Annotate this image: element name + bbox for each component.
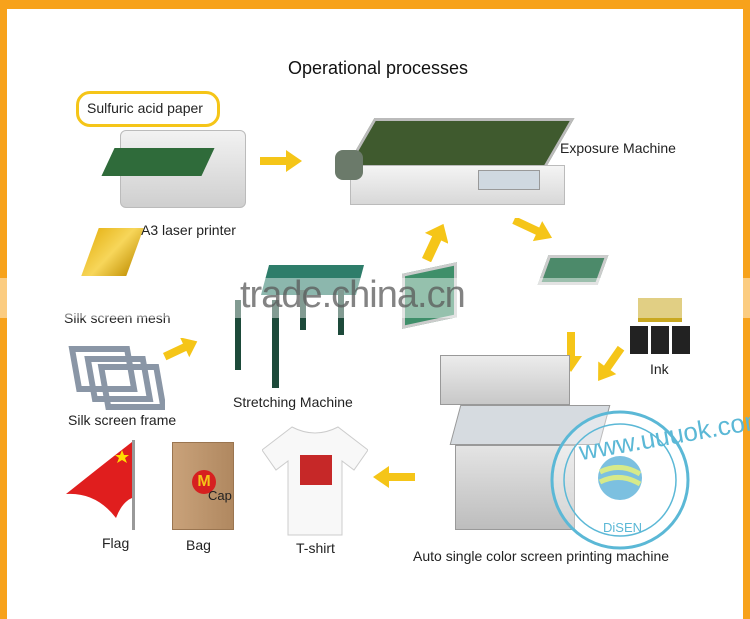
stretching-leg	[338, 290, 344, 335]
flag-label: Flag	[102, 535, 130, 551]
stretching-label: Stretching Machine	[233, 394, 353, 410]
uuuok-stamp-watermark	[550, 410, 690, 550]
control-panel	[478, 170, 540, 190]
exposure-label: Exposure Machine	[560, 140, 676, 156]
arrow-right-icon	[260, 150, 302, 172]
arrow-left-icon	[373, 466, 415, 488]
bag-label: Bag	[186, 537, 211, 553]
exposure-machine-glass	[345, 118, 575, 168]
bag-print-text: Cap	[208, 488, 232, 503]
tshirt-image	[262, 426, 368, 536]
stretching-leg	[300, 290, 306, 330]
callout-bubble	[76, 91, 220, 127]
arrow-up-icon	[422, 223, 448, 262]
arrow-down-right-icon	[512, 218, 553, 242]
printing-machine-head	[440, 355, 570, 405]
sulfuric-paper-label: Sulfuric acid paper	[87, 100, 203, 116]
bag-image	[172, 442, 234, 530]
arrow-up-right-icon	[163, 338, 198, 361]
printing-machine-label: Auto single color screen printing machin…	[413, 548, 670, 564]
ink-label: Ink	[650, 361, 669, 377]
bag-logo: M	[192, 470, 216, 494]
arrow-down-left-icon	[598, 345, 625, 381]
flag-image	[66, 442, 132, 518]
frame-label: Silk screen frame	[68, 412, 177, 428]
stamp-brand: DiSEN	[603, 520, 643, 535]
tshirt-label: T-shirt	[296, 540, 335, 556]
silk-frames-image	[68, 346, 165, 410]
flag-pole	[132, 440, 135, 530]
watermark-band	[0, 278, 750, 318]
ink-cans-image	[630, 298, 690, 354]
stretching-leg	[272, 300, 279, 388]
trade-watermark: trade.china.cn	[240, 274, 466, 316]
printer-label: A3 laser printer	[141, 222, 236, 238]
mesh-label: Silk screen mesh	[64, 310, 171, 326]
green-paper-image	[101, 148, 215, 176]
page-title: Operational processes	[287, 58, 469, 78]
stretching-leg	[235, 300, 241, 370]
vacuum-pump	[335, 150, 363, 180]
